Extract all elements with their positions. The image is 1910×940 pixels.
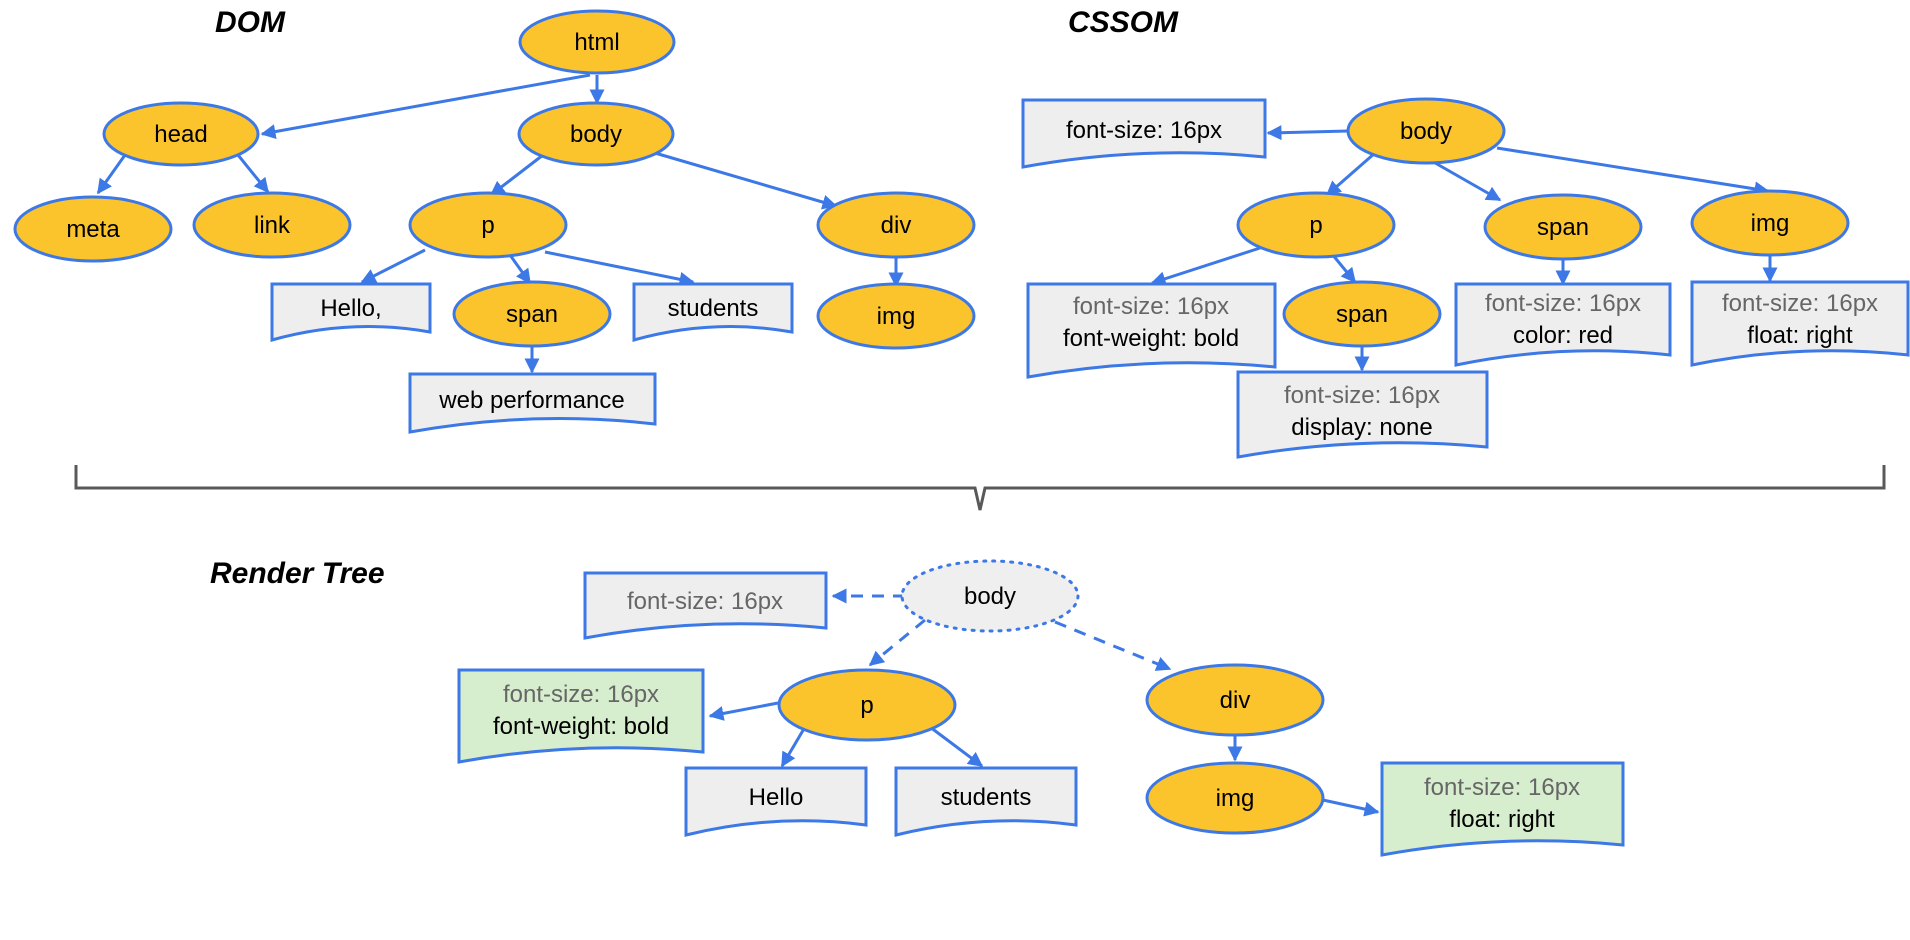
dom-node-body: body xyxy=(517,101,675,167)
rt-img-style-own: float: right xyxy=(1449,806,1555,833)
dom-node-div: div xyxy=(816,191,976,259)
edge-rt-p-style xyxy=(708,701,779,721)
edge-cssom-p-span xyxy=(1330,253,1357,284)
dom-text-students: students xyxy=(632,282,794,342)
rt-p-style: font-size: 16px font-weight: bold xyxy=(457,668,705,764)
rt-node-img-label: img xyxy=(1216,785,1255,812)
cssom-img-style-own: float: right xyxy=(1747,322,1853,349)
edge-body-p xyxy=(489,153,544,197)
cssom-p-style: font-size: 16px font-weight: bold xyxy=(1026,282,1277,379)
render-tree-edges xyxy=(708,588,1380,817)
edge-rt-p-hello xyxy=(780,726,807,768)
rt-node-p-label: p xyxy=(860,692,873,719)
cssom-title: CSSOM xyxy=(1068,6,1179,39)
dom-node-p: p xyxy=(408,191,568,259)
cssom-node-span: span xyxy=(1483,193,1643,261)
dom-node-link: link xyxy=(192,191,352,259)
cssom-img-style-inherited: font-size: 16px xyxy=(1722,290,1878,317)
cssom-p-span-style-own: display: none xyxy=(1291,414,1432,441)
edge-cssom-p-style xyxy=(1150,246,1261,286)
dom-node-link-label: link xyxy=(254,212,291,239)
rt-p-style-own: font-weight: bold xyxy=(493,713,669,740)
rt-p-style-inherited: font-size: 16px xyxy=(503,681,659,708)
dom-node-head-label: head xyxy=(154,121,207,148)
rt-node-body: body xyxy=(900,559,1080,633)
dom-node-img: img xyxy=(816,282,976,350)
dom-text-students-label: students xyxy=(668,295,759,322)
dom-tree: html head body meta link p div Hello, xyxy=(13,9,976,434)
dom-edges xyxy=(96,73,904,374)
edge-cssom-body-p xyxy=(1325,151,1376,197)
cssom-node-p-label: p xyxy=(1309,212,1322,239)
cssom-node-img: img xyxy=(1690,189,1850,257)
dom-node-html: html xyxy=(518,9,676,75)
dom-node-body-label: body xyxy=(570,121,622,148)
dom-title: DOM xyxy=(215,6,286,39)
cssom-node-p: p xyxy=(1236,191,1396,259)
rt-text-hello-label: Hello xyxy=(749,784,804,811)
cssom-span-style-inherited: font-size: 16px xyxy=(1485,290,1641,317)
edge-cssom-body-style xyxy=(1266,125,1349,141)
rt-text-hello: Hello xyxy=(684,766,868,837)
rt-body-style-label: font-size: 16px xyxy=(627,588,783,615)
cssom-span-style: font-size: 16px color: red xyxy=(1454,282,1672,367)
edge-rt-body-p xyxy=(868,618,926,667)
rt-node-div: div xyxy=(1145,663,1325,737)
edge-p-hello xyxy=(360,248,426,284)
cssom-node-img-label: img xyxy=(1751,210,1790,237)
rt-node-body-label: body xyxy=(964,583,1016,610)
cssom-node-body-label: body xyxy=(1400,118,1452,145)
dom-text-hello: Hello, xyxy=(270,282,432,342)
cssom-p-style-inherited: font-size: 16px xyxy=(1073,293,1229,320)
edge-cssom-body-span xyxy=(1429,158,1502,202)
dom-node-meta-label: meta xyxy=(66,216,120,243)
edge-head-link xyxy=(236,154,270,194)
cssom-span-style-own: color: red xyxy=(1513,322,1613,349)
dom-node-head: head xyxy=(102,101,260,167)
edge-rt-body-div xyxy=(1054,620,1172,671)
cssom-body-style-label: font-size: 16px xyxy=(1066,117,1222,144)
edge-p-span xyxy=(508,254,532,285)
dom-node-span: span xyxy=(452,280,612,348)
cssom-tree: font-size: 16px body p span img font-siz… xyxy=(1021,97,1910,459)
rt-node-p: p xyxy=(777,668,957,742)
rt-node-div-label: div xyxy=(1220,687,1251,714)
edge-p-students xyxy=(544,250,695,287)
dom-node-img-label: img xyxy=(877,303,916,330)
cssom-node-p-span: span xyxy=(1282,280,1442,348)
edge-head-meta xyxy=(96,154,127,195)
cssom-edges xyxy=(1150,125,1778,372)
render-tree-title: Render Tree xyxy=(210,557,385,590)
render-tree: font-size: 16px body font-size: 16px fon… xyxy=(457,559,1625,857)
dom-node-html-label: html xyxy=(574,29,619,56)
edge-html-head xyxy=(260,73,591,139)
cssom-p-span-style: font-size: 16px display: none xyxy=(1236,370,1489,459)
dom-node-div-label: div xyxy=(881,212,912,239)
dom-node-span-label: span xyxy=(506,301,558,328)
edge-body-div xyxy=(654,151,838,210)
dom-text-web-performance: web performance xyxy=(408,372,657,434)
rt-img-style-inherited: font-size: 16px xyxy=(1424,774,1580,801)
edge-cssom-body-img xyxy=(1496,146,1770,197)
dom-text-web-performance-label: web performance xyxy=(438,387,624,414)
cssom-p-span-style-inherited: font-size: 16px xyxy=(1284,382,1440,409)
cssom-body-style: font-size: 16px xyxy=(1021,98,1267,169)
rt-img-style: font-size: 16px float: right xyxy=(1380,761,1625,857)
rt-body-style: font-size: 16px xyxy=(583,571,828,640)
cssom-img-style: font-size: 16px float: right xyxy=(1690,280,1910,367)
cssom-node-body: body xyxy=(1346,97,1506,165)
rt-text-students: students xyxy=(894,766,1078,837)
cssom-p-style-own: font-weight: bold xyxy=(1063,325,1239,352)
rt-node-img: img xyxy=(1145,761,1325,835)
cssom-node-p-span-label: span xyxy=(1336,301,1388,328)
merge-brace xyxy=(74,465,1886,511)
rt-text-students-label: students xyxy=(941,784,1032,811)
dom-node-p-label: p xyxy=(481,212,494,239)
dom-node-meta: meta xyxy=(13,195,173,263)
edge-rt-img-style xyxy=(1322,798,1380,817)
cssom-node-span-label: span xyxy=(1537,214,1589,241)
edge-rt-p-students xyxy=(929,725,984,768)
dom-text-hello-label: Hello, xyxy=(320,295,381,322)
